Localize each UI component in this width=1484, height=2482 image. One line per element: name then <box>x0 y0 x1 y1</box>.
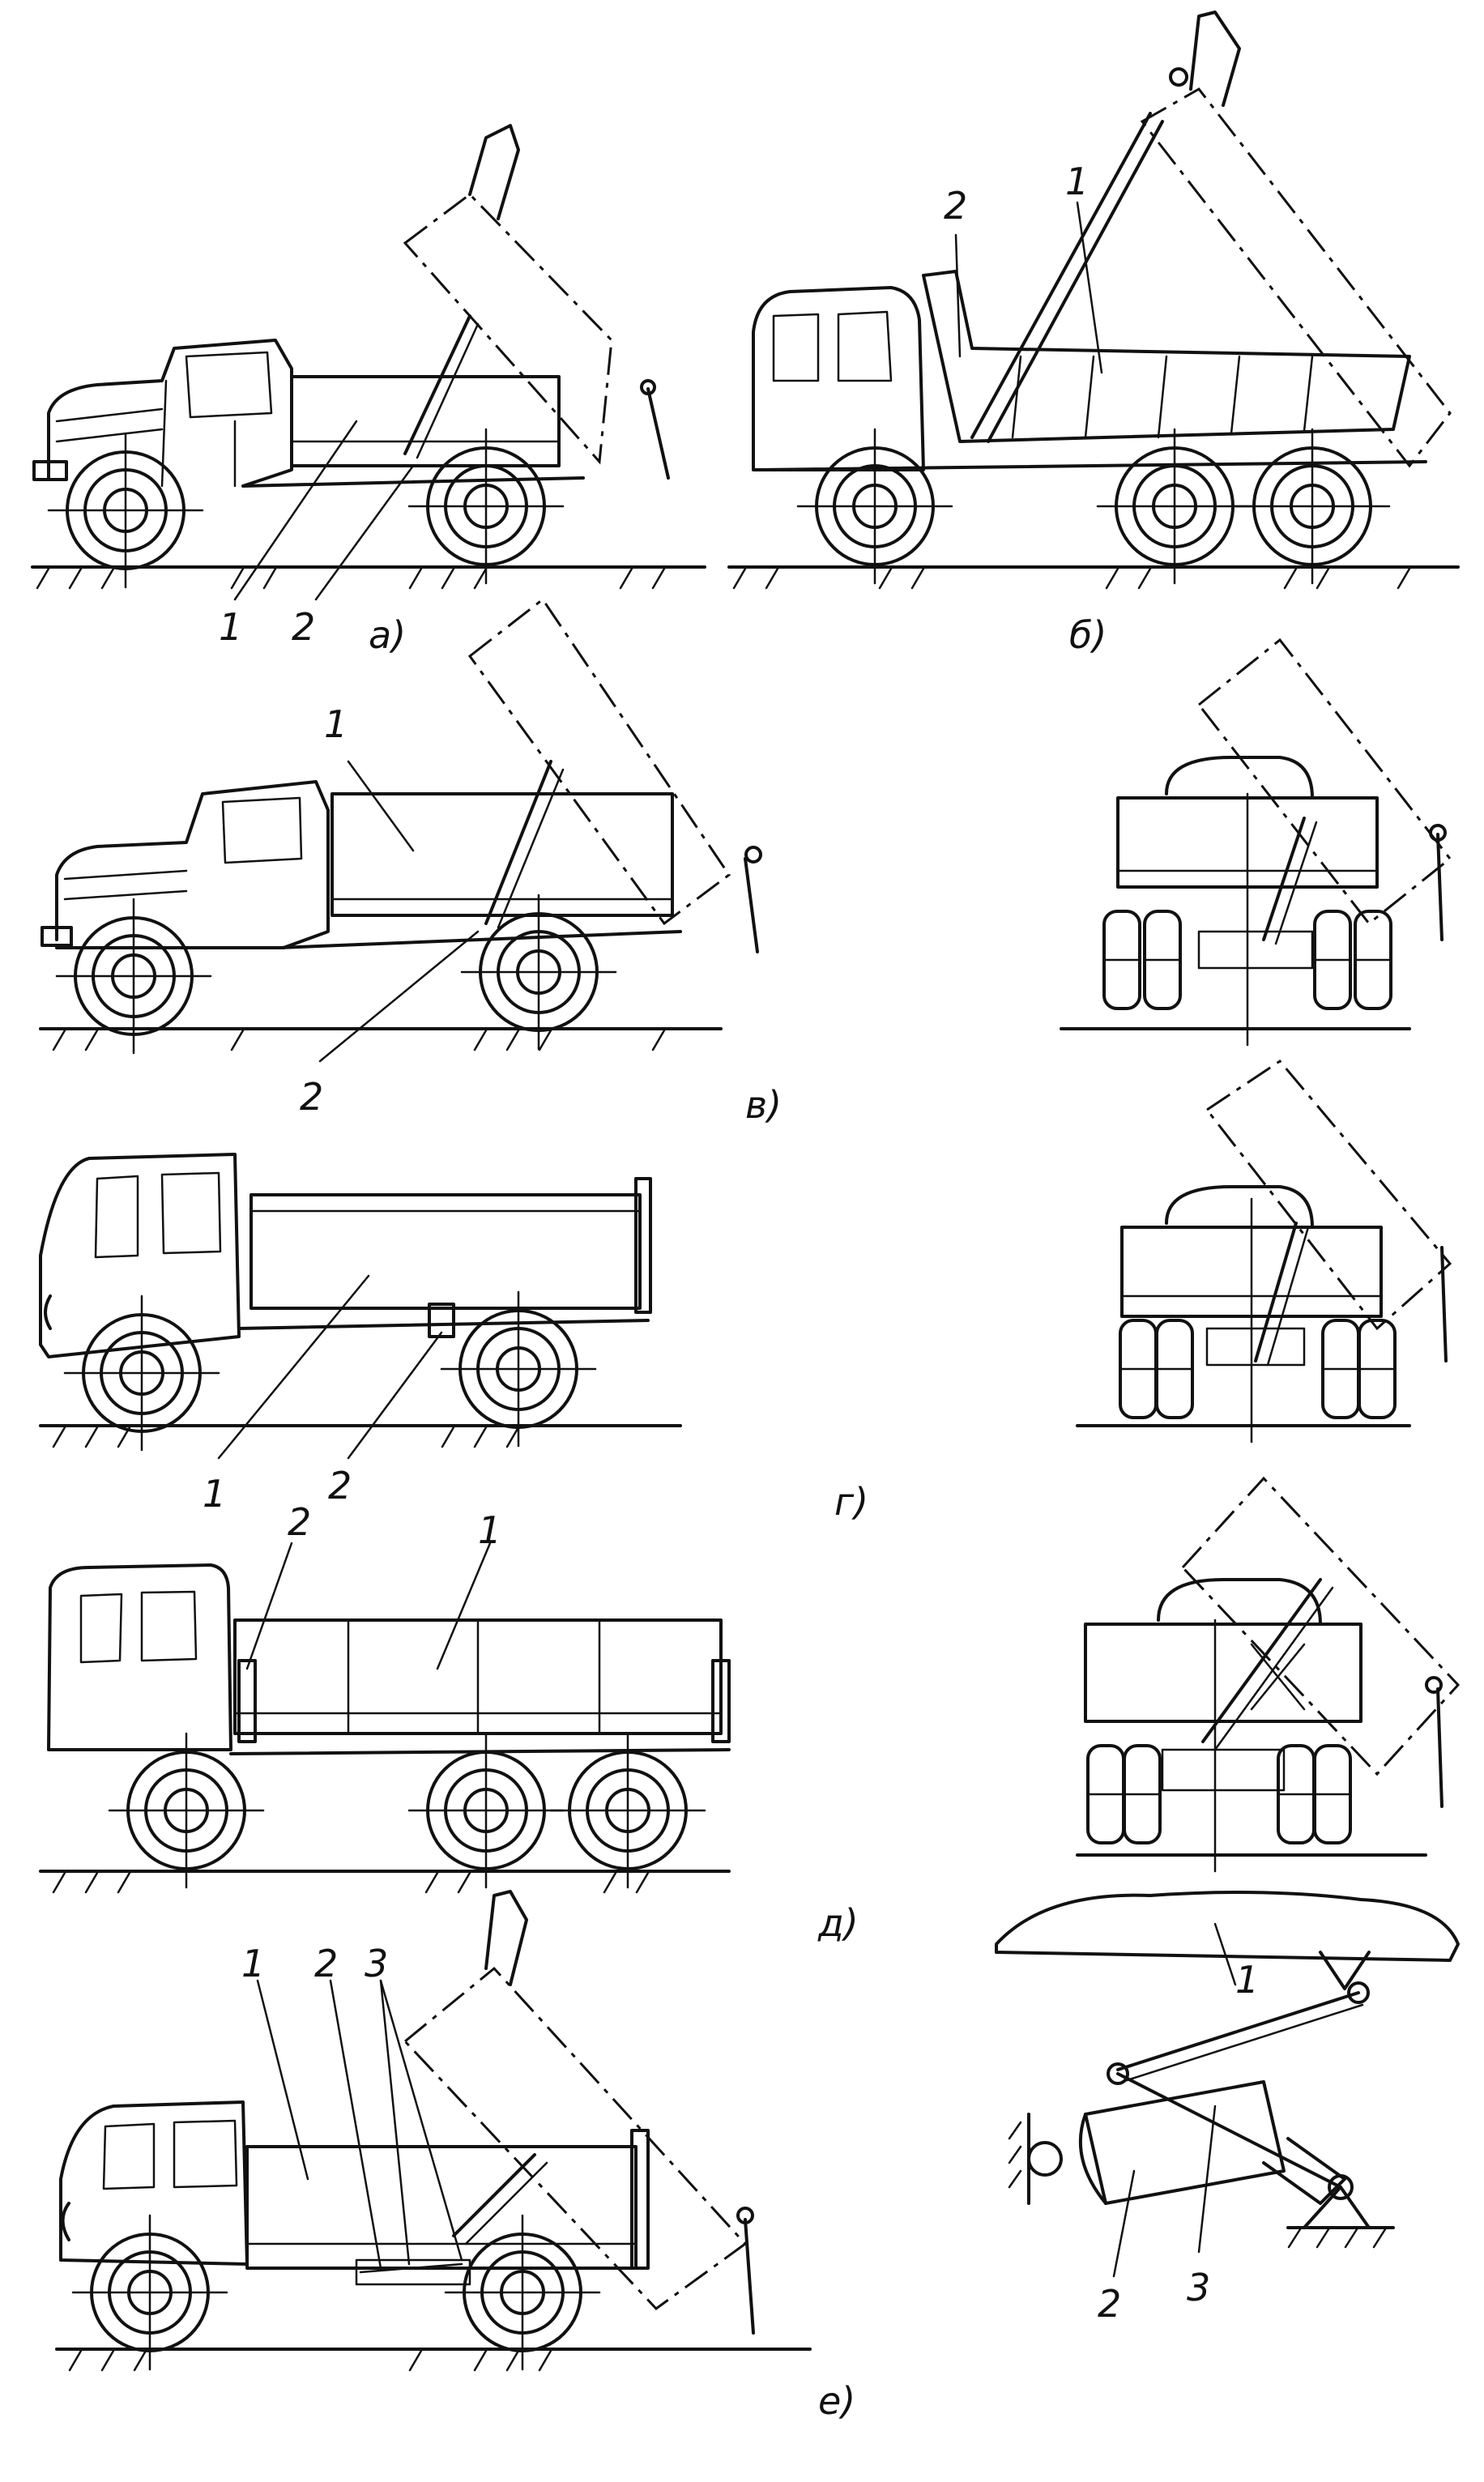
panel-v-truck-three-way-tipping: 1 2 в) <box>39 597 1452 1127</box>
detail-callout-body: 1 <box>1235 1958 1259 2002</box>
panel-v-label: в) <box>745 1083 782 1127</box>
panel-d-truck-side-tipping: 2 1 д) <box>39 1476 1461 1945</box>
panel-g-truck-tipping: 1 2 г) <box>39 1060 1452 1524</box>
panel-e-lever-mechanism-detail: 1 2 3 <box>995 1891 1460 2326</box>
panel-b-label: б) <box>1069 613 1107 657</box>
panel-g-callout-hoist: 2 <box>328 1464 352 1508</box>
panel-e-truck-lever-hoist: 1 2 3 е) <box>55 1890 1460 2423</box>
panel-v-callout-body: 1 <box>324 702 348 746</box>
panel-e-callout-hoist: 2 <box>314 1942 338 1985</box>
panel-v-callout-hoist: 2 <box>300 1075 323 1119</box>
panel-d-label: д) <box>817 1901 859 1945</box>
panel-d-callout-hoist: 2 <box>288 1500 311 1544</box>
panel-a-callout-body: 1 <box>219 605 242 649</box>
panel-b-truck-front-ram-tipping: 2 1 б) <box>727 11 1460 657</box>
detail-callout-lever: 3 <box>1187 2266 1210 2309</box>
panel-b-callout-hoist: 2 <box>944 184 967 228</box>
panel-a-truck-rear-tipping: 1 2 а) <box>31 124 706 657</box>
detail-callout-hoist: 2 <box>1098 2282 1121 2326</box>
panel-d-callout-body: 1 <box>478 1508 501 1552</box>
panel-g-label: г) <box>834 1480 868 1524</box>
panel-b-callout-body: 1 <box>1065 160 1089 203</box>
panel-e-callout-body: 1 <box>241 1942 265 1985</box>
panel-a-label: а) <box>369 613 406 657</box>
panel-e-label: е) <box>818 2379 855 2423</box>
panel-a-callout-hoist: 2 <box>292 605 315 649</box>
panel-g-callout-body: 1 <box>203 1472 226 1516</box>
panel-e-callout-lever: 3 <box>365 1942 388 1985</box>
